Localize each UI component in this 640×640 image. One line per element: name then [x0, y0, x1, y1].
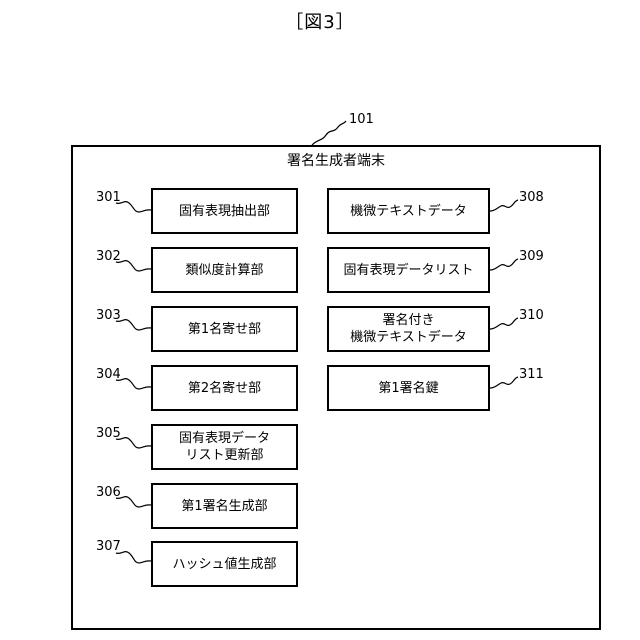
leader-line-310: [490, 318, 518, 329]
leader-line-302: [116, 261, 151, 271]
leader-line-301: [116, 202, 151, 212]
leader-line-309: [490, 259, 518, 270]
leader-line-308: [490, 200, 518, 211]
leader-line-311: [490, 377, 518, 388]
leader-line-304: [116, 379, 151, 389]
leader-line-303: [116, 320, 151, 330]
leader-line-306: [116, 497, 151, 507]
leader-line-305: [116, 438, 151, 448]
leader-line-307: [116, 552, 151, 563]
leader-line-101: [312, 121, 346, 145]
